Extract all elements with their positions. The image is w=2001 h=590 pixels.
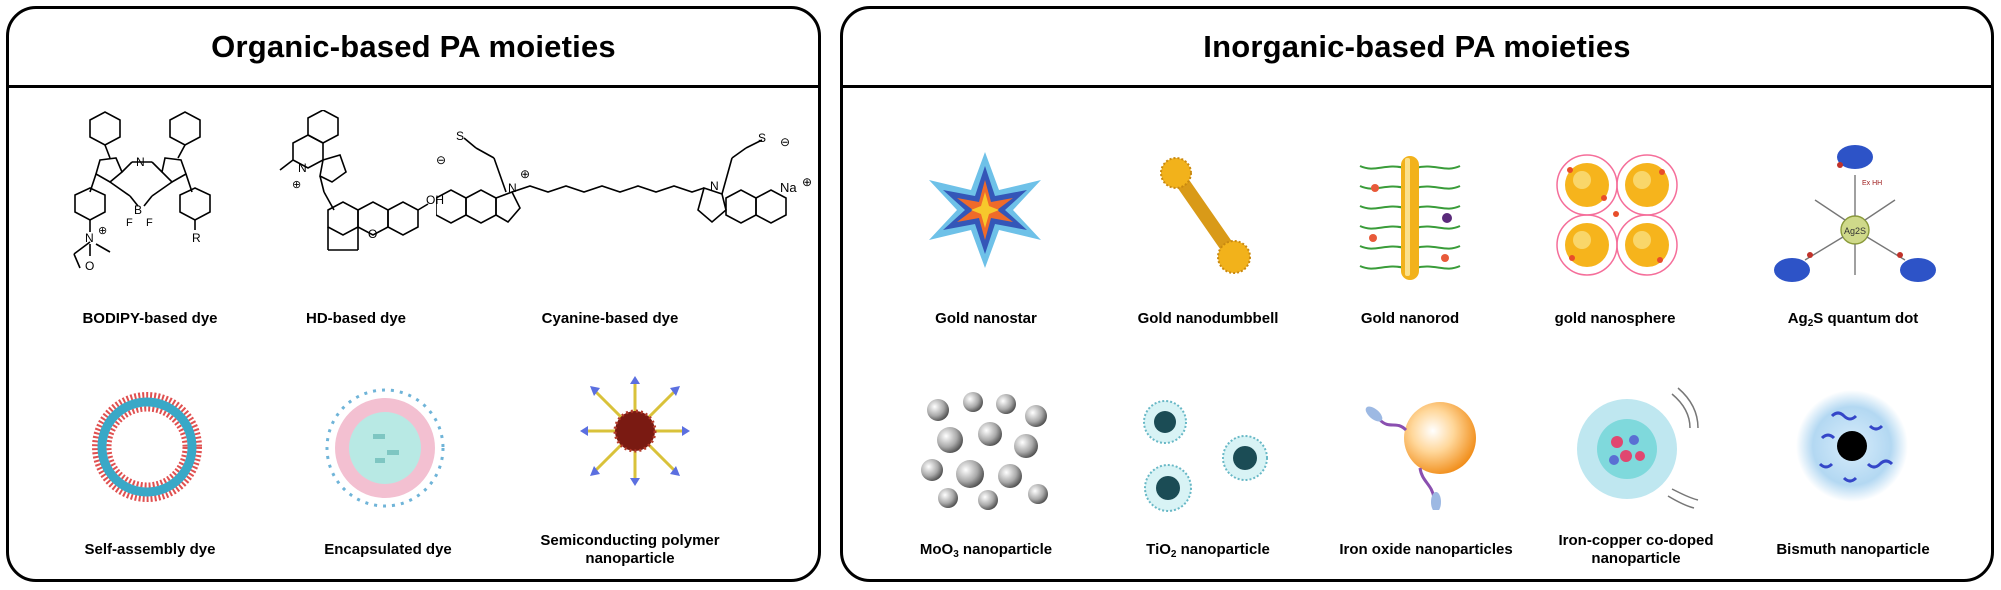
inorganic-panel: Inorganic-based PA moieties xyxy=(840,6,1994,582)
bodipy-f1: F xyxy=(126,217,133,229)
bismuth-label: Bismuth nanoparticle xyxy=(1776,541,1930,558)
cy-n2: N xyxy=(710,179,719,193)
ag2s-core-text: Ag2S xyxy=(1844,226,1866,236)
moo3-label: MoO3 nanoparticle xyxy=(919,541,1053,560)
iron-oxide-label: Iron oxide nanoparticles xyxy=(1339,541,1513,558)
gold-nanostar-illustration xyxy=(925,150,1045,270)
tio2-nanoparticle-illustration xyxy=(1130,400,1280,520)
inorganic-panel-header: Inorganic-based PA moieties xyxy=(843,9,1991,88)
bodipy-label: BODIPY-based dye xyxy=(82,310,218,327)
ag2s-quantum-dot-label: Ag2S quantum dot xyxy=(1787,310,1919,329)
organic-panel-header: Organic-based PA moieties xyxy=(9,9,818,88)
cy-s1: S xyxy=(456,129,464,143)
cy-n1: N xyxy=(508,181,517,195)
bodipy-n-top: N xyxy=(136,155,145,169)
encapsulated-label: Encapsulated dye xyxy=(324,541,452,558)
bodipy-b: B xyxy=(134,203,142,217)
semiconducting-polymer-label-line1: Semiconducting polymer xyxy=(540,532,720,549)
hd-dye-structure: N ⊕ O OH xyxy=(268,110,448,280)
bodipy-plus: ⊕ xyxy=(98,225,107,237)
bismuth-illustration xyxy=(1792,386,1912,506)
ag2s-quantum-dot-illustration: Ag2S Ex HH xyxy=(1770,135,1940,300)
gold-nanosphere-label: gold nanosphere xyxy=(1554,310,1676,327)
iron-oxide-illustration xyxy=(1360,390,1490,510)
gold-nanostar-label: Gold nanostar xyxy=(935,310,1037,327)
cy-s2: S xyxy=(758,131,766,145)
iron-copper-illustration xyxy=(1572,384,1702,514)
hd-plus: ⊕ xyxy=(292,179,301,191)
tio2-label: TiO2 nanoparticle xyxy=(1146,541,1270,560)
inorganic-panel-title: Inorganic-based PA moieties xyxy=(1203,29,1631,64)
semiconducting-polymer-illustration xyxy=(580,376,690,486)
gold-nanodumbbell-illustration xyxy=(1150,155,1260,275)
self-assembly-label: Self-assembly dye xyxy=(84,541,216,558)
bodipy-f2: F xyxy=(146,217,153,229)
gold-nanodumbbell-label: Gold nanodumbbell xyxy=(1137,310,1279,327)
cy-minus2: ⊖ xyxy=(780,135,790,149)
semiconducting-polymer-label: Semiconducting polymer nanoparticle xyxy=(500,532,760,568)
ag2s-link-text: Ex HH xyxy=(1862,180,1882,187)
gold-nanorod-illustration xyxy=(1355,148,1465,288)
cy-minus1: ⊖ xyxy=(436,153,446,167)
moo3-nanoparticle-illustration xyxy=(918,390,1058,510)
hd-label: HD-based dye xyxy=(305,310,407,327)
bodipy-structure: N B F F N ⊕ O R xyxy=(60,110,220,290)
cyanine-structure: N ⊕ N S ⊖ S ⊖ Na ⊕ xyxy=(436,118,816,268)
semiconducting-polymer-label-line2: nanoparticle xyxy=(585,550,675,567)
gold-nanosphere-illustration xyxy=(1552,150,1682,280)
bodipy-r: R xyxy=(192,231,201,245)
self-assembly-illustration xyxy=(88,388,206,506)
cy-na: Na xyxy=(780,180,797,195)
hd-n: N xyxy=(298,161,307,175)
bodipy-o: O xyxy=(85,259,94,273)
iron-copper-label-line2: nanoparticle xyxy=(1591,550,1681,567)
encapsulated-illustration xyxy=(315,380,455,516)
iron-copper-label-line1: Iron-copper co-doped xyxy=(1558,532,1714,549)
cyanine-label: Cyanine-based dye xyxy=(541,310,679,327)
cy-plus: ⊕ xyxy=(520,167,530,181)
hd-o: O xyxy=(368,227,377,241)
bodipy-n-amine: N xyxy=(85,231,94,245)
cy-na-plus: ⊕ xyxy=(802,175,812,189)
iron-copper-label: Iron-copper co-doped nanoparticle xyxy=(1506,532,1766,568)
gold-nanorod-label: Gold nanorod xyxy=(1360,310,1460,327)
organic-panel-title: Organic-based PA moieties xyxy=(211,29,616,64)
